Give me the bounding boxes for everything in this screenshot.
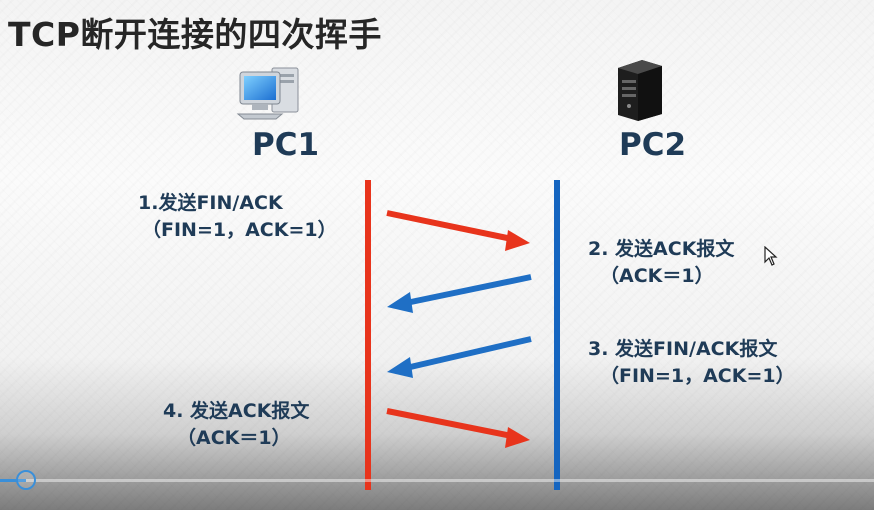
arrow-step3 xyxy=(387,336,532,378)
desktop-computer-icon xyxy=(236,67,299,120)
step4-flags: （ACK＝1） xyxy=(177,427,291,449)
step1-text: 1.发送FIN/ACK （FIN=1，ACK=1） xyxy=(138,190,337,244)
arrow-step2 xyxy=(387,274,532,313)
pc1-label: PC1 xyxy=(252,127,320,163)
pc2-label: PC2 xyxy=(619,127,687,163)
step2-text: 2. 发送ACK报文 （ACK＝1） xyxy=(588,236,734,290)
arrow-step4 xyxy=(386,408,530,448)
video-progress-fill xyxy=(0,479,26,482)
step3-flags: （FIN=1，ACK=1） xyxy=(600,365,795,387)
arrow-step1 xyxy=(386,210,530,251)
server-tower-icon xyxy=(618,60,662,121)
video-progress-knob[interactable] xyxy=(16,470,36,490)
step3-title: 3. 发送FIN/ACK报文 xyxy=(588,338,778,360)
video-progress-track[interactable] xyxy=(0,479,874,482)
step2-title: 2. 发送ACK报文 xyxy=(588,238,735,260)
step4-text: 4. 发送ACK报文 （ACK＝1） xyxy=(163,398,309,452)
step1-title: 1.发送FIN/ACK xyxy=(138,192,283,214)
step3-text: 3. 发送FIN/ACK报文 （FIN=1，ACK=1） xyxy=(588,336,795,390)
step1-flags: （FIN=1，ACK=1） xyxy=(142,219,337,241)
slide-title: TCP断开连接的四次挥手 xyxy=(8,15,382,54)
mouse-cursor-icon xyxy=(764,246,778,266)
step4-title: 4. 发送ACK报文 xyxy=(163,400,310,422)
step2-flags: （ACK＝1） xyxy=(600,265,714,287)
